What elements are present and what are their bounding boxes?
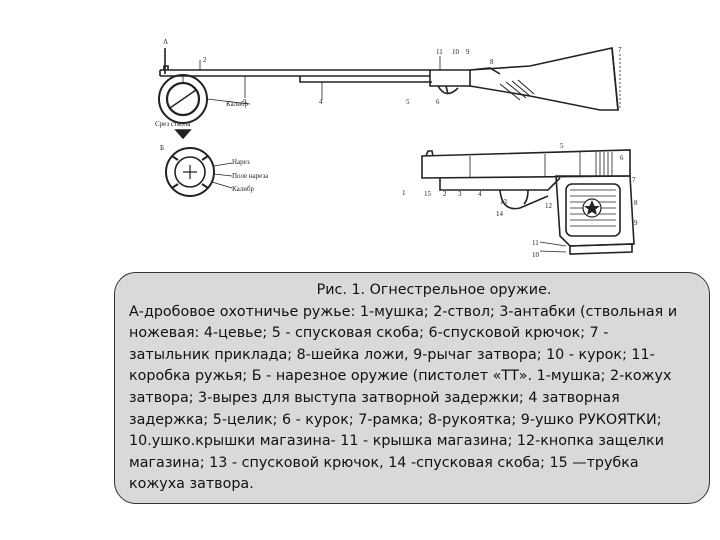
label-letter-a: А [163, 38, 168, 46]
shotgun-label: 1 [163, 50, 167, 58]
pistol-label: 14 [496, 210, 504, 218]
shotgun-label: 7 [618, 46, 622, 54]
shotgun-label: 9 [466, 48, 470, 56]
groove-label: Нарез [232, 158, 250, 166]
caption-box: Рис. 1. Огнестрельное оружие. А-дробовое… [114, 272, 710, 504]
shotgun-label: 6 [436, 98, 440, 106]
label-letter-b: Б [160, 144, 164, 152]
shotgun-label: 10 [452, 48, 460, 56]
pistol-label: 3 [458, 190, 462, 198]
caption-text: А-дробовое охотничье ружье: 1-мушка; 2-с… [129, 303, 678, 493]
caliber-label-b: Калибр [232, 185, 255, 193]
land-label: Поле нареза [232, 172, 269, 180]
pistol-label: 1 [402, 189, 406, 197]
shotgun-drawing [158, 47, 621, 140]
pistol-label: 4 [478, 190, 482, 198]
pistol-label: 11 [532, 239, 539, 247]
pistol-label: 13 [500, 198, 508, 206]
caliber-label: Калибр [226, 100, 249, 108]
shotgun-label: 11 [436, 48, 443, 56]
pistol-label: 15 [424, 190, 432, 198]
shotgun-label: 2 [203, 56, 207, 64]
muzzle-label: Срез ствола [155, 120, 191, 128]
pistol-label: 9 [634, 219, 638, 227]
shotgun-label: 4 [319, 98, 323, 106]
shotgun-label: 8 [490, 58, 494, 66]
figure-labels: А 1 2 3 4 5 6 7 8 9 10 11 Калибр Срез ст… [155, 38, 638, 259]
pistol-label: 8 [634, 199, 638, 207]
shotgun-label: 5 [406, 98, 410, 106]
rifled-bore-section [165, 147, 233, 197]
pistol-label: 5 [560, 142, 564, 150]
pistol-label: 6 [620, 154, 624, 162]
pistol-label: 7 [632, 176, 636, 184]
caption-title: Рис. 1. Огнестрельное оружие. [316, 282, 552, 298]
pistol-label: 2 [443, 190, 447, 198]
shotgun-label: 3 [243, 98, 247, 106]
pistol-label: 12 [545, 202, 553, 210]
pistol-label: 10 [532, 251, 540, 259]
pistol-drawing [421, 149, 635, 255]
